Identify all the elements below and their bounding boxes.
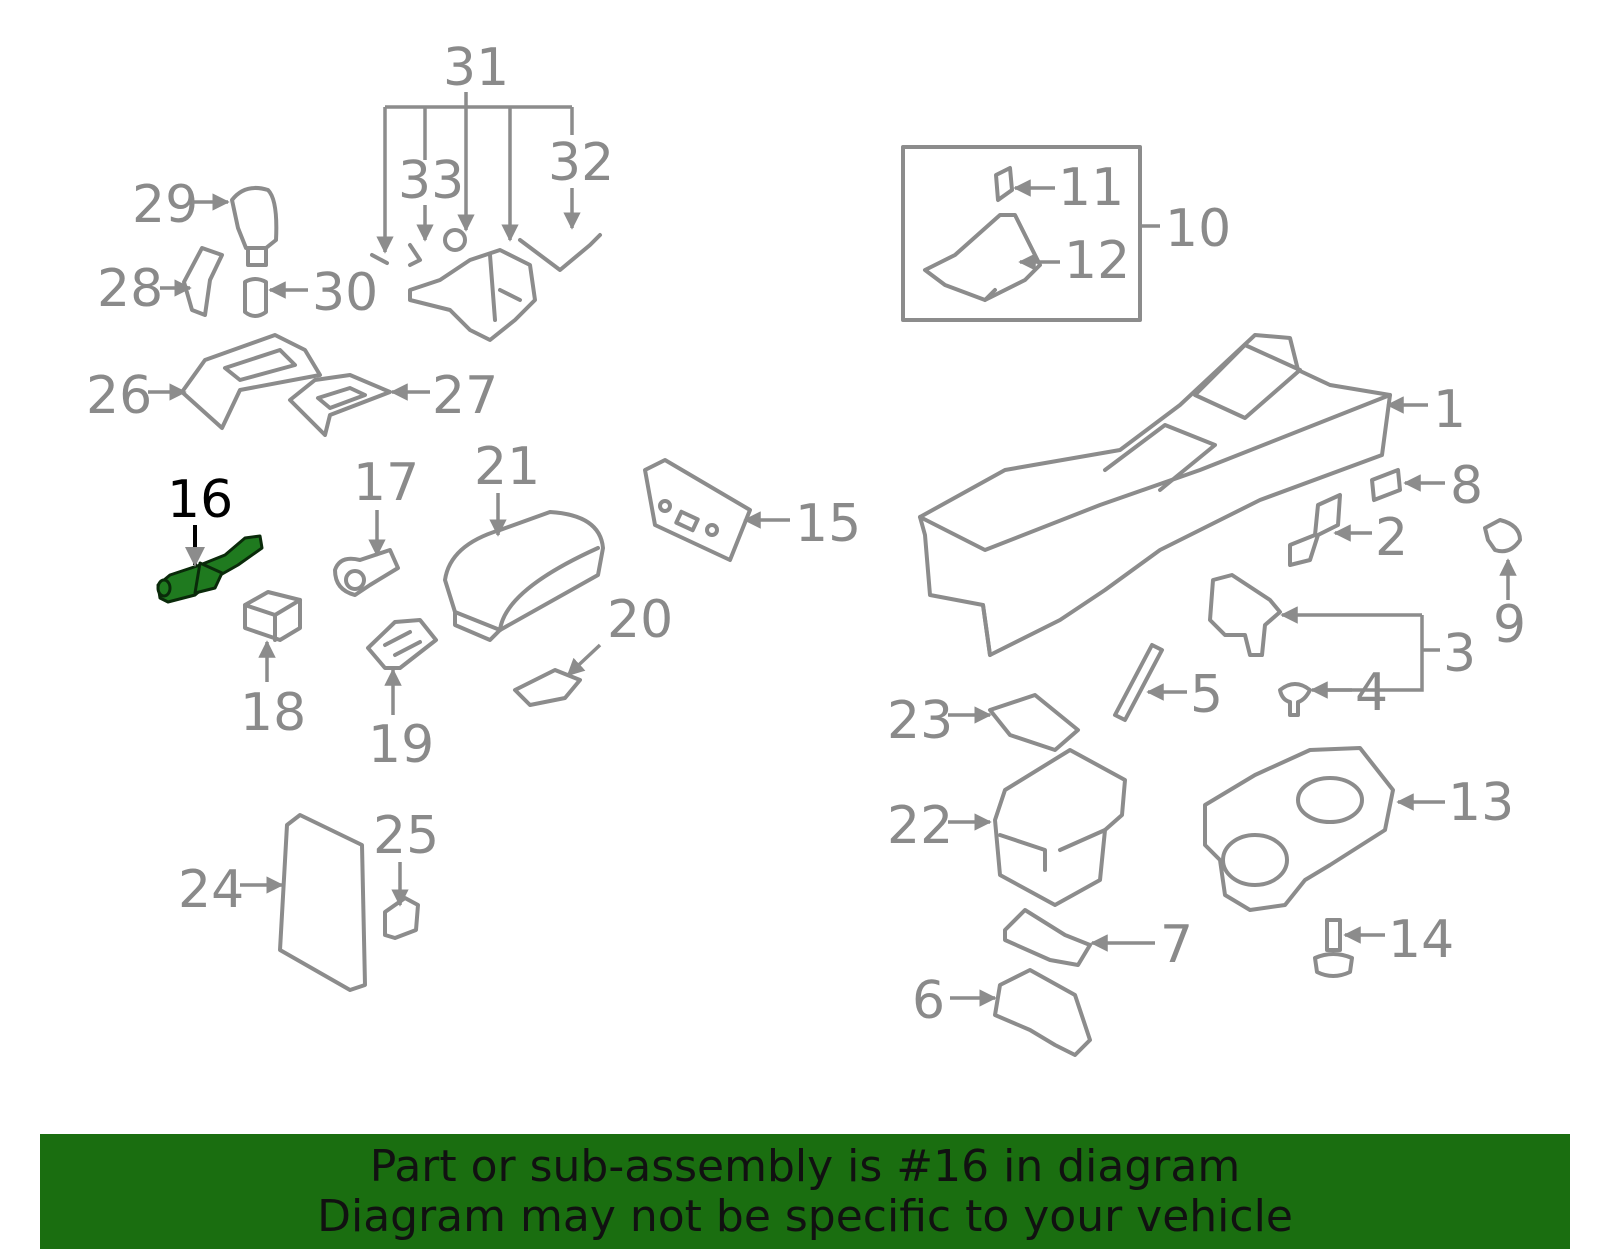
callout-29: 29 [132,175,198,235]
part-24-side-panel[interactable] [278,813,367,992]
callout-26: 26 [86,366,152,426]
callout-3: 3 [1443,624,1476,684]
callout-16: 16 [167,470,233,530]
part-17-socket[interactable] [333,548,400,597]
callout-28: 28 [97,259,163,319]
callout-32: 32 [548,133,614,193]
footer-line-2: Diagram may not be specific to your vehi… [317,1191,1293,1242]
callout-30: 30 [312,263,378,323]
part-8-cover[interactable] [1370,468,1402,502]
callout-8: 8 [1450,456,1483,516]
part-7-tray[interactable] [1003,908,1092,967]
part-31-shifter-assembly[interactable] [370,92,602,342]
callout-7: 7 [1160,915,1193,975]
part-5-trim-strip[interactable] [1113,643,1164,722]
callout-5: 5 [1190,665,1223,725]
callout-31: 31 [443,38,509,98]
part-27-indicator-plate[interactable] [288,373,392,437]
part-2-bracket[interactable] [1288,493,1342,567]
part-13-cupholder[interactable] [1203,746,1395,912]
callout-12: 12 [1064,231,1130,291]
part-1-console-body[interactable] [918,333,1392,657]
part-9-clip[interactable] [1483,518,1522,554]
callout-4: 4 [1355,663,1388,723]
callout-23: 23 [887,691,953,751]
footer-banner: Part or sub-assembly is #16 in diagram D… [40,1134,1570,1249]
callout-21: 21 [474,437,540,497]
footer-line-1: Part or sub-assembly is #16 in diagram [369,1141,1241,1192]
part-23-mat[interactable] [988,693,1080,752]
callout-10: 10 [1165,199,1231,259]
part-3-bracket[interactable] [1208,573,1282,657]
callout-22: 22 [887,796,953,856]
part-16-highlighted[interactable] [156,534,264,604]
part-20-pad[interactable] [513,668,582,707]
callout-11: 11 [1058,158,1124,218]
part-21-armrest-lid[interactable] [443,510,605,642]
callout-14: 14 [1388,910,1454,970]
part-26-shifter-bezel[interactable] [180,333,322,430]
part-22-storage-bin[interactable] [993,748,1127,907]
callout-24: 24 [178,860,244,920]
callout-25: 25 [373,806,439,866]
callout-6: 6 [912,971,945,1031]
part-30-bushing[interactable] [243,277,268,318]
callout-20: 20 [607,590,673,650]
part-18-switch[interactable] [243,590,302,642]
callout-15: 15 [795,494,861,554]
part-6-bracket[interactable] [993,968,1092,1057]
callout-18: 18 [240,683,306,743]
callout-2: 2 [1375,508,1408,568]
part-19-bracket[interactable] [366,618,438,670]
callout-9: 9 [1493,595,1526,655]
callout-27: 27 [432,366,498,426]
callout-1: 1 [1433,380,1466,440]
part-15-switch-panel[interactable] [643,458,752,562]
callout-33: 33 [398,151,464,211]
callout-17: 17 [353,453,419,513]
part-10-shift-boot-kit[interactable] [901,145,1142,322]
callout-13: 13 [1448,773,1514,833]
part-29-shift-knob[interactable] [230,186,279,267]
part-14-bolt[interactable] [1313,918,1354,978]
part-28-trim-piece[interactable] [182,246,224,317]
part-4-plug[interactable] [1278,682,1312,717]
callout-19: 19 [368,715,434,775]
